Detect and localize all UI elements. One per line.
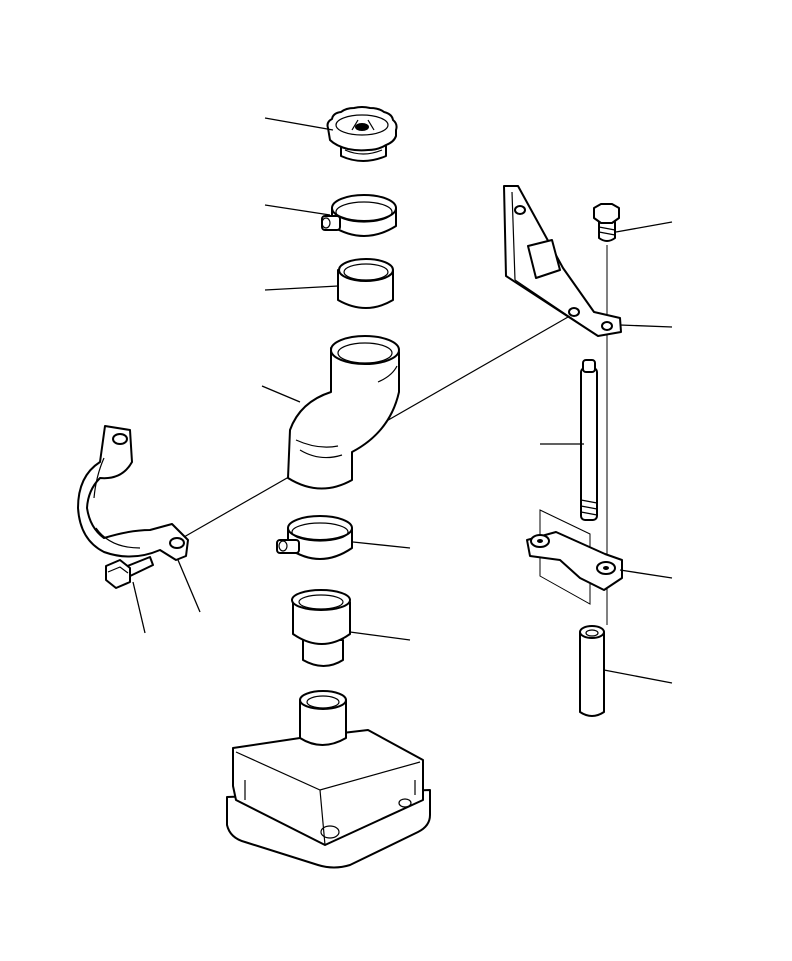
- spacer-block-part: [526, 509, 623, 605]
- short-sleeve-part: [337, 258, 394, 309]
- leader-elbow-hose: [261, 385, 301, 403]
- valve-cover-part: [226, 690, 431, 869]
- lower-hose-clamp-part: [276, 515, 353, 560]
- leader-strap-bolt: [132, 581, 146, 634]
- leader-spacer-tube: [603, 669, 673, 684]
- elbow-hose-part: [287, 335, 400, 490]
- bracket-bolt-part: [593, 203, 620, 242]
- long-stud-part: [580, 359, 598, 521]
- callout-leaders: [132, 117, 673, 684]
- strap-bracket-part: [77, 425, 189, 561]
- spacer-tube-part: [579, 625, 605, 717]
- leader-upper-clamp: [264, 204, 331, 216]
- leader-sleeve: [264, 285, 339, 291]
- upper-hose-clamp-part: [321, 194, 397, 237]
- reducer-tube-part: [291, 589, 351, 667]
- leader-spacer-block: [619, 569, 673, 579]
- mounting-bracket-part: [503, 185, 622, 337]
- leader-mounting-bracket: [619, 324, 673, 328]
- leader-filler-cap: [264, 117, 334, 131]
- leader-reducer: [349, 631, 411, 641]
- filler-cap-part: [326, 106, 398, 162]
- leader-lower-clamp: [352, 541, 411, 549]
- leader-bracket-bolt: [615, 221, 673, 233]
- strap-bolt-part: [105, 556, 154, 589]
- leader-strap-bracket: [177, 559, 201, 613]
